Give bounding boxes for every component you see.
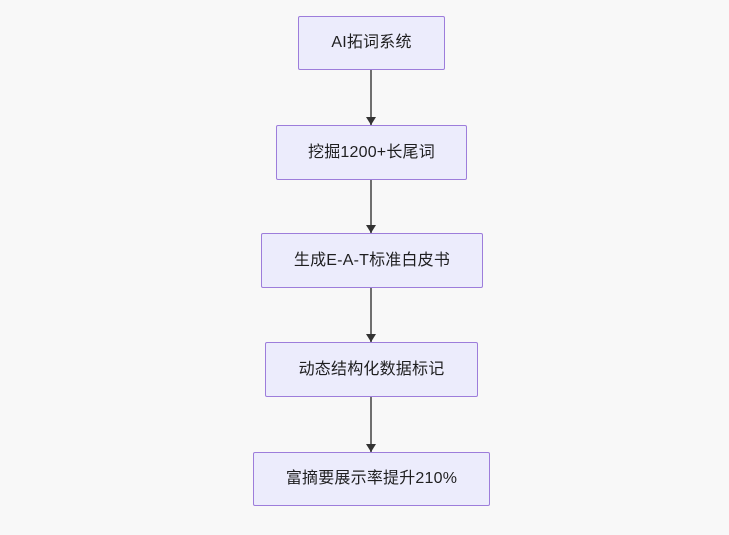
flow-node-label: 生成E-A-T标准白皮书 xyxy=(293,251,451,269)
flow-node-dynamic-structured-data-markup[interactable]: 动态结构化数据标记 xyxy=(265,342,478,397)
flow-node-label: 挖掘1200+长尾词 xyxy=(308,143,435,161)
edge-line xyxy=(370,180,372,233)
flow-node-mine-longtail-keywords[interactable]: 挖掘1200+长尾词 xyxy=(276,125,467,180)
edge-line xyxy=(370,288,372,342)
arrowhead-icon xyxy=(366,225,376,233)
flow-node-label: AI拓词系统 xyxy=(331,34,412,51)
arrowhead-icon xyxy=(366,117,376,125)
edge-node1-node2 xyxy=(361,70,381,125)
flow-node-ai-keyword-system[interactable]: AI拓词系统 xyxy=(298,16,445,70)
edge-node3-node4 xyxy=(361,288,381,342)
flow-node-label: 动态结构化数据标记 xyxy=(298,360,445,378)
edge-line xyxy=(370,70,372,125)
arrowhead-icon xyxy=(366,444,376,452)
edge-node4-node5 xyxy=(361,397,381,452)
edge-node2-node3 xyxy=(361,180,381,233)
edge-line xyxy=(370,397,372,452)
flow-node-generate-eat-whitepaper[interactable]: 生成E-A-T标准白皮书 xyxy=(261,233,483,288)
flow-node-label: 富摘要展示率提升210% xyxy=(285,470,458,487)
arrowhead-icon xyxy=(366,334,376,342)
flow-node-rich-snippet-rate-increase[interactable]: 富摘要展示率提升210% xyxy=(253,452,490,506)
